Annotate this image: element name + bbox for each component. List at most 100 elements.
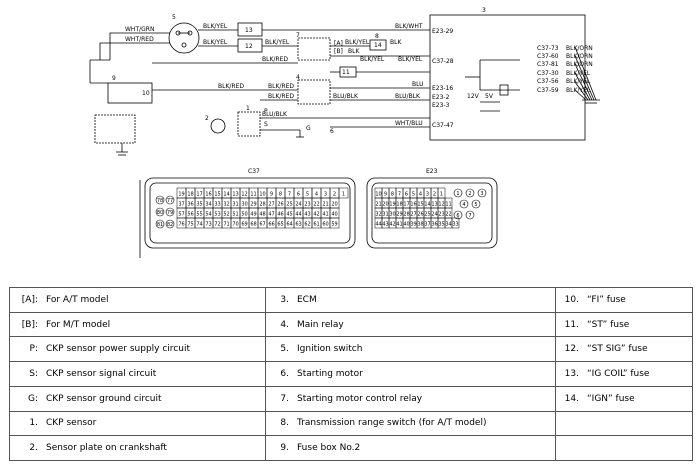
callout-14: 14	[374, 42, 382, 49]
connector-pin-number: 54	[205, 212, 211, 218]
connector-pin-number: 2	[333, 192, 336, 198]
connector-pin-number: 32	[223, 202, 229, 208]
connector-pin-number: 41	[396, 222, 402, 228]
callout-4: 4	[296, 74, 300, 81]
callout-11: 11	[342, 69, 350, 76]
connector-pin-number: 33	[214, 202, 220, 208]
wire-label-wht-grn: WHT/GRN	[125, 26, 154, 33]
connector-pin-number: 74	[196, 222, 202, 228]
connector-pin-number: 55	[196, 212, 202, 218]
legend-key: 13.	[564, 368, 579, 379]
legend-cell: P:CKP sensor power supply circuit	[9, 336, 266, 363]
wire-label-blk-red-c: BLK/RED	[268, 83, 294, 90]
wire-label-blk-yel-f: BLK/YEL	[398, 56, 423, 63]
connector-round-pin	[453, 188, 463, 198]
legend-key: 14.	[564, 393, 579, 404]
legend-cell: 13.“IG COIL” fuse	[555, 361, 693, 387]
connector-pin-number: 32	[375, 212, 381, 218]
connector-pin-number: 26	[277, 202, 283, 208]
connector-pin-number: 38	[417, 222, 423, 228]
legend-cell: 11.“ST” fuse	[555, 311, 693, 338]
wire-label-blk-red-b: BLK/RED	[218, 83, 244, 90]
connector-pin-number: 62	[304, 222, 310, 228]
wire-label-wht-red: WHT/RED	[125, 36, 154, 43]
legend-cell: 3.ECM	[265, 287, 556, 313]
connector-pin-number: 17	[196, 192, 202, 198]
legend-cell	[555, 435, 693, 461]
legend-cell: 6. Starting motor	[265, 361, 556, 387]
legend-cell: 14. “IGN” fuse	[555, 385, 693, 412]
connector-pin-number: 42	[389, 222, 395, 228]
connector-pin-number: 53	[214, 212, 220, 218]
connector-pin-number: 40	[331, 212, 337, 218]
connector-pin-number: 60	[322, 222, 328, 228]
callout-7: 7	[296, 32, 300, 39]
legend-key: 6.	[280, 368, 289, 379]
connector-pin-number: 57	[178, 212, 184, 218]
legend-key: 1.	[29, 418, 38, 429]
connector-pin-number: 45	[286, 212, 292, 218]
connector-round-pin-number: 3	[480, 191, 483, 197]
connector-pin-number: 40	[403, 222, 409, 228]
connector-round-pin-number: 4	[462, 202, 465, 208]
connector-pin-number: 16	[205, 192, 211, 198]
legend-key: 4.	[280, 319, 289, 330]
tag-a: [A]	[334, 40, 343, 47]
st-sig-fuse-symbol	[237, 38, 263, 53]
connector-pin-number: 24	[431, 212, 437, 218]
legend-key: G:	[27, 393, 38, 404]
connector-round-pin-number: 2	[468, 191, 471, 197]
voltage-12v: 12V	[467, 93, 480, 100]
terminal-c37-73: C37-73	[537, 45, 559, 52]
connector-pin-cell	[338, 187, 349, 199]
wire-label-blu: BLU	[412, 81, 424, 88]
connector-pin-cell	[329, 217, 340, 229]
connector-pin-number: 51	[232, 212, 238, 218]
connector-e23-shell	[366, 177, 498, 249]
wire-label-blk-red-a: BLK/RED	[262, 56, 288, 63]
connector-round-pin-number: 7	[468, 213, 471, 219]
callout-9: 9	[112, 75, 116, 82]
legend-cell: 12.“ST SIG” fuse	[555, 336, 693, 363]
connector-pin-number: 27	[268, 202, 274, 208]
connector-pin-number: 14	[223, 192, 229, 198]
connector-pin-number: 18	[396, 202, 402, 208]
connector-round-pin-number: 77	[167, 198, 173, 204]
legend-key: [B]:	[21, 319, 38, 330]
connector-pin-number: 63	[295, 222, 301, 228]
legend-text: Ignition switch	[297, 344, 363, 355]
connector-pin-number: 67	[259, 222, 265, 228]
connector-pin-number: 61	[313, 222, 319, 228]
connector-pin-number: 37	[178, 202, 184, 208]
legend-text: “IGN” fuse	[587, 393, 635, 404]
legend-cell: 5. Ignition switch	[265, 336, 556, 363]
terminal-c37-30: C37-30	[537, 70, 559, 77]
wire-label-blk-a: BLK	[390, 39, 402, 46]
connector-pin-number: 15	[214, 192, 220, 198]
connector-pin-number: 2	[433, 192, 436, 198]
legend-text: Main relay	[297, 319, 344, 330]
connector-pin-number: 31	[382, 212, 388, 218]
legend-text: Transmission range switch (for A/T model…	[297, 418, 487, 429]
connector-pin-number: 68	[250, 222, 256, 228]
legend-key: 10.	[564, 294, 579, 305]
legend-key: 5.	[280, 344, 289, 355]
terminal-c37-60: C37-60	[537, 53, 559, 60]
sensor-plate-symbol	[210, 118, 226, 134]
callout-13: 13	[245, 27, 253, 34]
legend-text: Starting motor	[297, 368, 363, 379]
terminal-e23-2: E23-2	[432, 94, 450, 101]
connector-pin-number: 13	[431, 202, 437, 208]
connector-pin-number: 66	[268, 222, 274, 228]
connector-round-pin-number: 5	[474, 202, 477, 208]
connector-pin-number: 14	[424, 202, 430, 208]
callout-p: P	[264, 108, 268, 115]
legend-cell: 8.Transmission range switch (for A/T mod…	[265, 410, 556, 437]
wire-label-wht-blu: WHT/BLU	[395, 120, 423, 127]
terminal-c37-56: C37-56	[537, 78, 559, 85]
connector-pin-number: 30	[241, 202, 247, 208]
terminal-c37-81: C37-81	[537, 61, 559, 68]
legend-text: For A/T model	[46, 294, 109, 305]
